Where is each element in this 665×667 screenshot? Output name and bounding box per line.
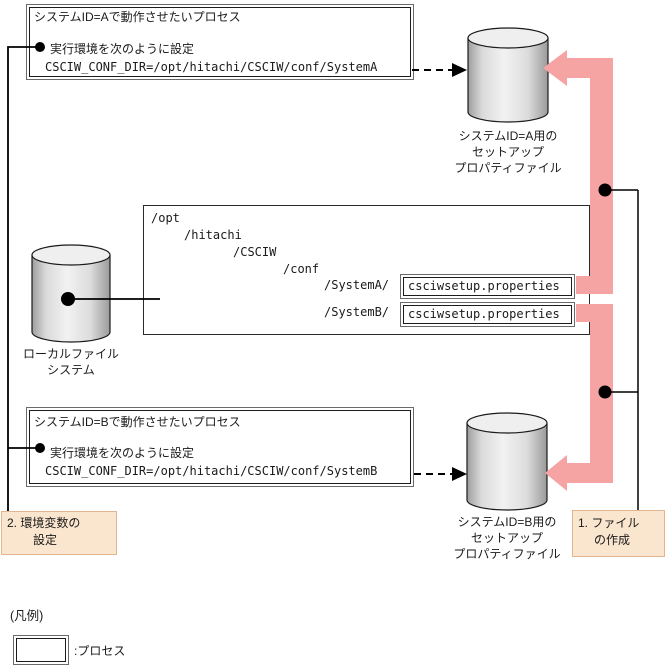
file-name-system-a: csciwsetup.properties xyxy=(408,279,560,293)
setup-file-a-label: システムID=A用の セットアップ プロパティファイル xyxy=(428,128,588,176)
local-fs-label: ローカルファイル システム xyxy=(1,346,141,378)
file-box-system-a: csciwsetup.properties xyxy=(400,274,575,299)
process-box-system-a-inner xyxy=(29,7,411,77)
step1-line1: 1. ファイル xyxy=(578,516,640,530)
file-name-system-b: csciwsetup.properties xyxy=(408,307,560,321)
step2-label-box: 2. 環境変数の 設定 xyxy=(1,511,117,555)
setup-file-b-label-line2: セットアップ xyxy=(470,531,543,545)
legend-title: (凡例) xyxy=(10,609,44,623)
local-fs-label-line2: システム xyxy=(47,363,95,377)
legend-process-box xyxy=(13,635,69,665)
tree-dir-opt: /opt xyxy=(151,211,180,225)
step2-line1: 2. 環境変数の xyxy=(7,516,81,530)
process-box-system-b-inner xyxy=(29,410,411,484)
tree-dir-systema: /SystemA/ xyxy=(324,278,390,292)
process-box-a-env-line: CSCIW_CONF_DIR=/opt/hitachi/CSCIW/conf/S… xyxy=(45,60,378,74)
process-box-system-b: システムID=Bで動作させたいプロセス 実行環境を次のように設定 CSCIW_C… xyxy=(26,407,414,487)
process-box-b-title: システムID=Bで動作させたいプロセス xyxy=(34,415,241,429)
tree-dir-conf: /conf xyxy=(283,262,320,276)
setup-file-b-label-line1: システムID=B用の xyxy=(457,515,557,529)
setup-file-b-label: システムID=B用の セットアップ プロパティファイル xyxy=(427,514,587,562)
setup-file-a-label-line1: システムID=A用の xyxy=(458,129,558,143)
local-fs-connector-dot xyxy=(61,292,75,306)
process-box-system-a: システムID=Aで動作させたいプロセス 実行環境を次のように設定 CSCIW_C… xyxy=(26,4,414,80)
file-creation-dot-b xyxy=(598,385,612,399)
step2-line2: 設定 xyxy=(33,533,58,547)
setup-file-cylinder-b xyxy=(466,412,548,511)
process-box-b-env-line: CSCIW_CONF_DIR=/opt/hitachi/CSCIW/conf/S… xyxy=(45,464,378,478)
legend-process-label: :プロセス xyxy=(74,644,126,658)
tree-dir-systemb: /SystemB/ xyxy=(324,305,390,319)
dashed-arrow-process-a-to-file xyxy=(412,63,467,77)
dashed-arrow-process-b-to-file xyxy=(414,467,467,481)
tree-dir-csciw: /CSCIW xyxy=(233,245,277,259)
file-box-system-b: csciwsetup.properties xyxy=(400,302,575,327)
file-creation-dot-a xyxy=(598,183,612,197)
process-box-a-title: システムID=Aで動作させたいプロセス xyxy=(34,10,241,24)
process-box-a-bullet-text: 実行環境を次のように設定 xyxy=(50,42,195,56)
setup-file-a-label-line3: プロパティファイル xyxy=(454,161,562,175)
tree-dir-hitachi: /hitachi xyxy=(184,228,242,242)
step1-line2: の作成 xyxy=(594,533,631,547)
process-box-b-bullet-text: 実行環境を次のように設定 xyxy=(50,446,195,460)
local-fs-cylinder xyxy=(31,244,111,343)
legend-process-box-inner xyxy=(16,638,66,662)
setup-file-cylinder-a xyxy=(467,27,549,123)
local-fs-label-line1: ローカルファイル xyxy=(22,347,119,361)
setup-file-b-label-line3: プロパティファイル xyxy=(453,547,561,561)
setup-file-a-label-line2: セットアップ xyxy=(471,145,544,159)
step1-label-box: 1. ファイル の作成 xyxy=(572,510,665,557)
